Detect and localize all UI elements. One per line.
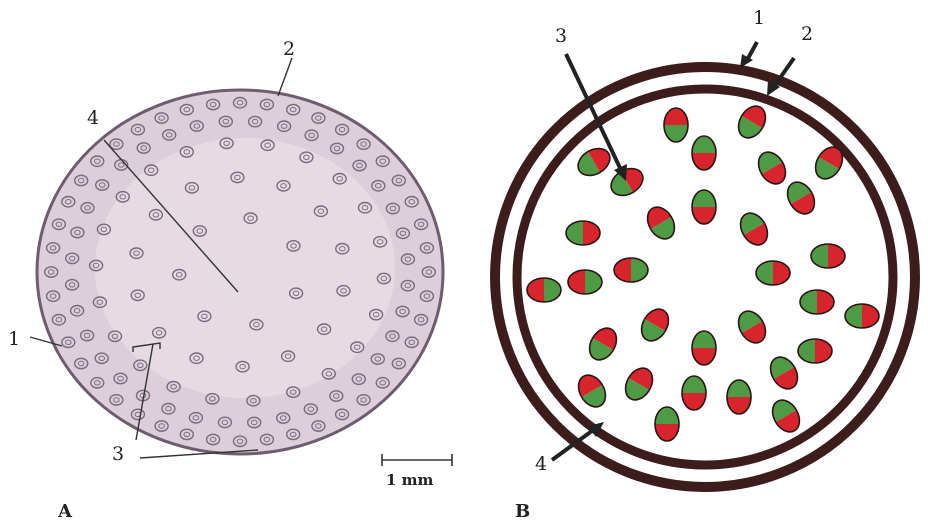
panel-b-arrow-1: [740, 42, 757, 68]
panel-b-vascular-bundle: [727, 380, 751, 414]
panel-b-vascular-bundle: [566, 221, 600, 245]
panel-b-label-3: 3: [555, 25, 567, 47]
panel-b-vascular-bundle: [614, 258, 648, 282]
panel-b-vascular-bundle: [655, 407, 679, 441]
panel-b-vascular-bundle: [800, 290, 834, 314]
panel-a-label-4: 4: [87, 107, 99, 129]
panel-a-ground-tissue-highlight: [95, 138, 395, 398]
panel-b-vascular-bundle: [798, 339, 832, 363]
panel-b-vascular-bundle: [692, 190, 716, 224]
panel-b-vascular-bundle: [756, 261, 790, 285]
panel-b-diagram: 1 2 3 4 B: [495, 7, 915, 522]
panel-b-vascular-bundle: [692, 331, 716, 365]
panel-a-label-2: 2: [283, 38, 295, 60]
panel-b-label-4: 4: [535, 453, 547, 475]
panel-b-vascular-bundle: [568, 270, 602, 294]
panel-b-vascular-bundle: [845, 304, 879, 328]
panel-b-label-2: 2: [801, 23, 813, 45]
panel-b-vascular-bundle: [692, 136, 716, 170]
panel-a-letter: A: [57, 501, 73, 522]
panel-a-label-3: 3: [112, 443, 124, 465]
panel-b-letter: B: [515, 501, 530, 522]
panel-a-leader-2: [278, 58, 292, 96]
panel-a-label-1: 1: [8, 328, 20, 350]
panel-a-scale-bar: 1 mm: [382, 454, 452, 489]
panel-a-scale-label: 1 mm: [386, 471, 434, 489]
panel-a-micrograph: 1 2 4 3 1 mm A: [8, 38, 452, 522]
panel-b-vascular-bundle: [811, 244, 845, 268]
panel-b-vascular-bundle: [664, 108, 688, 142]
panel-b-vascular-bundle: [682, 376, 706, 410]
panel-b-label-1: 1: [753, 7, 765, 29]
panel-b-vascular-bundle: [527, 278, 561, 302]
